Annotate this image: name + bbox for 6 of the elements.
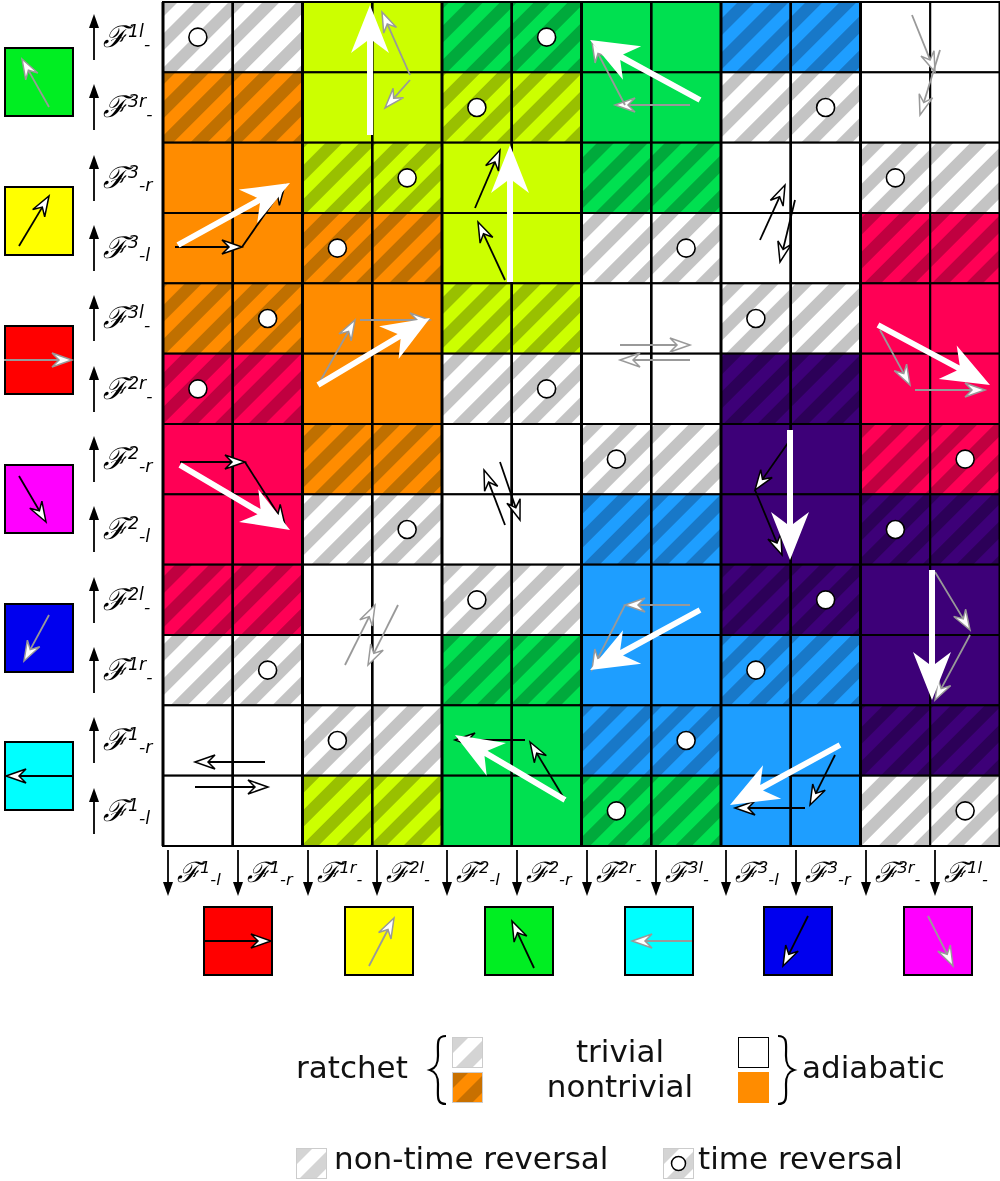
legend-label: time reversal: [698, 1140, 903, 1176]
group-label: ratchet: [296, 1049, 408, 1085]
group-label: adiabatic: [802, 1049, 945, 1085]
legend-label: nontrivial: [545, 1068, 695, 1104]
legend-label: non-time reversal: [334, 1140, 609, 1176]
legend-label: trivial: [574, 1033, 666, 1069]
